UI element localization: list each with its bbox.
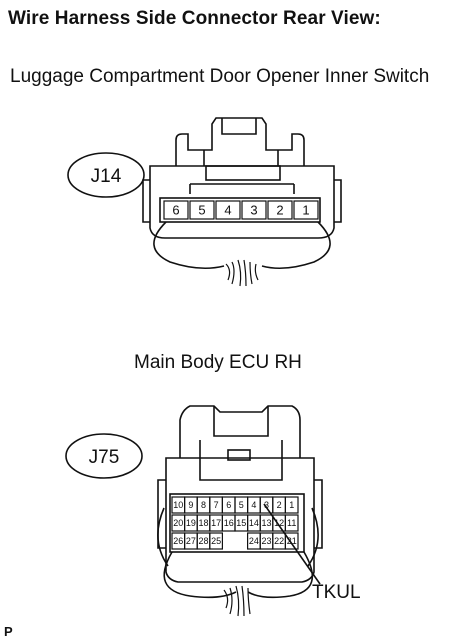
wire-loop-left-j75 (163, 551, 237, 599)
j75-pin-cell (284, 496, 299, 514)
j75-pin-number: 10 (173, 500, 183, 510)
wire-bundle-j14 (225, 259, 259, 287)
j75-pin-number: 18 (198, 518, 208, 528)
connector-j75-housing (157, 405, 323, 583)
j14-pin-number: 3 (250, 203, 257, 218)
connector-j14-name: Luggage Compartment Door Opener Inner Sw… (10, 66, 430, 87)
wire-loop-outer-left-j75 (157, 507, 169, 567)
j14-pin-cell (241, 200, 267, 220)
j14-pin-cell (215, 200, 241, 220)
j75-pin-number: 9 (188, 500, 193, 510)
j75-pin-number: 15 (236, 518, 246, 528)
j14-pin-number: 1 (302, 203, 309, 218)
tkul-terminal-label: TKUL (312, 582, 361, 603)
wire-loop-right-j75 (247, 551, 314, 599)
connector-j14-housing (142, 117, 342, 239)
j75-pin-number: 16 (224, 518, 234, 528)
connector-j75-name: Main Body ECU RH (134, 352, 302, 373)
j75-pin-number: 22 (274, 536, 284, 546)
j75-pin-number: 14 (249, 518, 259, 528)
j14-id: J14 (91, 166, 122, 187)
j75-pin-cell (284, 514, 299, 532)
j75-pin-cell (209, 532, 224, 550)
j75-pin-number: 4 (251, 500, 256, 510)
j75-pin-number: 8 (201, 500, 206, 510)
j75-pin-number: 5 (239, 500, 244, 510)
j75-pin-number: 19 (186, 518, 196, 528)
j75-pin-cell (284, 532, 299, 550)
j75-pin-number: 7 (214, 500, 219, 510)
j14-pin-number: 4 (224, 203, 231, 218)
j75-callout-ellipse (65, 433, 143, 479)
j14-pin-number: 6 (172, 203, 179, 218)
wire-loop-outer-right-j75 (307, 507, 319, 567)
footer-code: P (4, 624, 13, 639)
j75-pin-number: 21 (287, 536, 297, 546)
j75-pin-number: 20 (173, 518, 183, 528)
j14-callout-ellipse (67, 152, 145, 198)
j75-pin-number: 23 (261, 536, 271, 546)
j75-pin-number: 17 (211, 518, 221, 528)
wire-loop-right (261, 221, 331, 270)
j75-pin-number: 3 (264, 500, 269, 510)
j75-pin-number: 12 (274, 518, 284, 528)
j14-pin-cavities: 6 5 4 3 2 1 (163, 200, 319, 220)
j75-pin-number: 1 (289, 500, 294, 510)
j75-pin-number: 24 (249, 536, 259, 546)
j75-pin-number: 27 (186, 536, 196, 546)
j75-pin-number: 28 (198, 536, 208, 546)
j75-pin-number: 25 (211, 536, 221, 546)
j75-id: J75 (89, 447, 120, 468)
j75-pin-number: 2 (277, 500, 282, 510)
j75-pin-number: 11 (287, 518, 296, 528)
j14-pin-number: 2 (276, 203, 283, 218)
wire-loop-left (153, 221, 225, 270)
j14-pin-cell (189, 200, 215, 220)
j75-pin-number: 6 (226, 500, 231, 510)
j14-pin-number: 5 (198, 203, 205, 218)
j75-pin-number: 26 (173, 536, 183, 546)
j14-pin-cell (267, 200, 293, 220)
j75-pin-number: 13 (261, 518, 271, 528)
wire-bundle-j75 (223, 585, 251, 617)
j14-pin-cell (293, 200, 319, 220)
j14-pin-cell (163, 200, 189, 220)
diagram-title: Wire Harness Side Connector Rear View: (8, 8, 381, 29)
